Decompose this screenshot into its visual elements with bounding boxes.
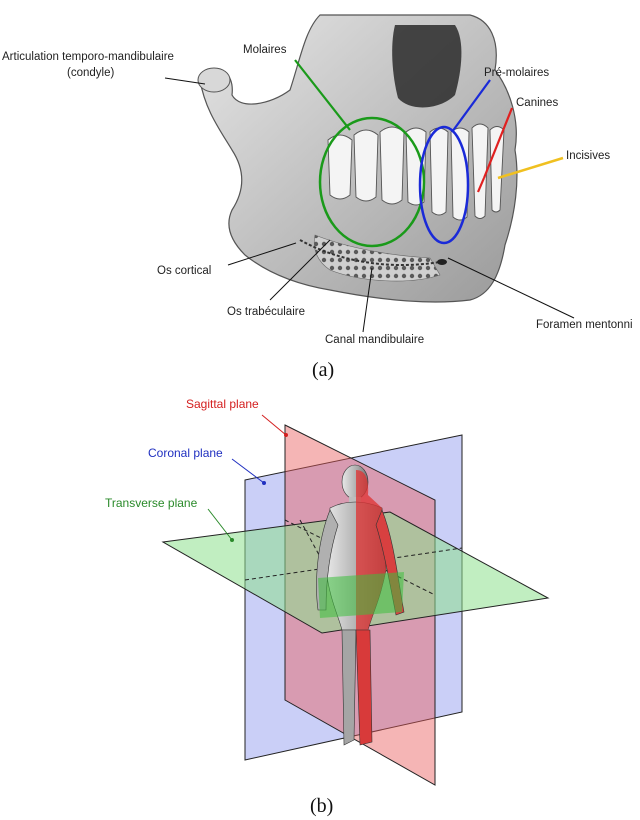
- label-os-cortical: Os cortical: [157, 265, 211, 277]
- canines-leader-2: [476, 177, 486, 193]
- label-os-trabeculaire: Os trabéculaire: [227, 306, 305, 318]
- label-canines: Canines: [516, 97, 558, 109]
- incisives-leader: [497, 156, 564, 180]
- label-pre-molaires: Pré-molaires: [484, 67, 549, 79]
- molaires-leader: [294, 59, 351, 131]
- black-leaders: [164, 77, 575, 333]
- mandible-illustration: [197, 14, 518, 303]
- human-figure: [316, 464, 405, 746]
- transverse-leader: [207, 508, 233, 541]
- condyle: [197, 67, 231, 93]
- sagittal-leader: [261, 414, 287, 436]
- upper-cavity: [392, 25, 462, 108]
- label-condyle: (condyle): [67, 67, 114, 79]
- canines-leader: [482, 107, 514, 179]
- pre-molaires-leader: [451, 79, 491, 133]
- trabecular-region: [313, 234, 441, 282]
- sagittal-dot: [284, 433, 288, 437]
- transverse-dot: [230, 538, 234, 542]
- caption-a: (a): [312, 359, 334, 381]
- label-transverse-plane: Transverse plane: [105, 496, 198, 510]
- coronal-leader: [231, 458, 265, 484]
- label-canal-mandibulaire: Canal mandibulaire: [325, 334, 424, 346]
- teeth-row: [327, 123, 505, 221]
- label-sagittal-plane: Sagittal plane: [186, 397, 259, 411]
- foramen: [437, 259, 447, 265]
- label-coronal-plane: Coronal plane: [148, 446, 223, 460]
- label-foramen: Foramen mentonni: [536, 319, 633, 331]
- coronal-dot: [262, 481, 266, 485]
- caption-b: (b): [310, 795, 333, 817]
- label-molaires: Molaires: [243, 44, 287, 56]
- label-incisives: Incisives: [566, 150, 610, 162]
- label-articulation: Articulation temporo-mandibulaire: [2, 51, 174, 63]
- molaires-ellipse: [318, 116, 426, 248]
- pre-molaires-ellipse: [418, 125, 470, 245]
- planes-illustration: [161, 424, 550, 786]
- mandibular-canal-path: [299, 239, 441, 267]
